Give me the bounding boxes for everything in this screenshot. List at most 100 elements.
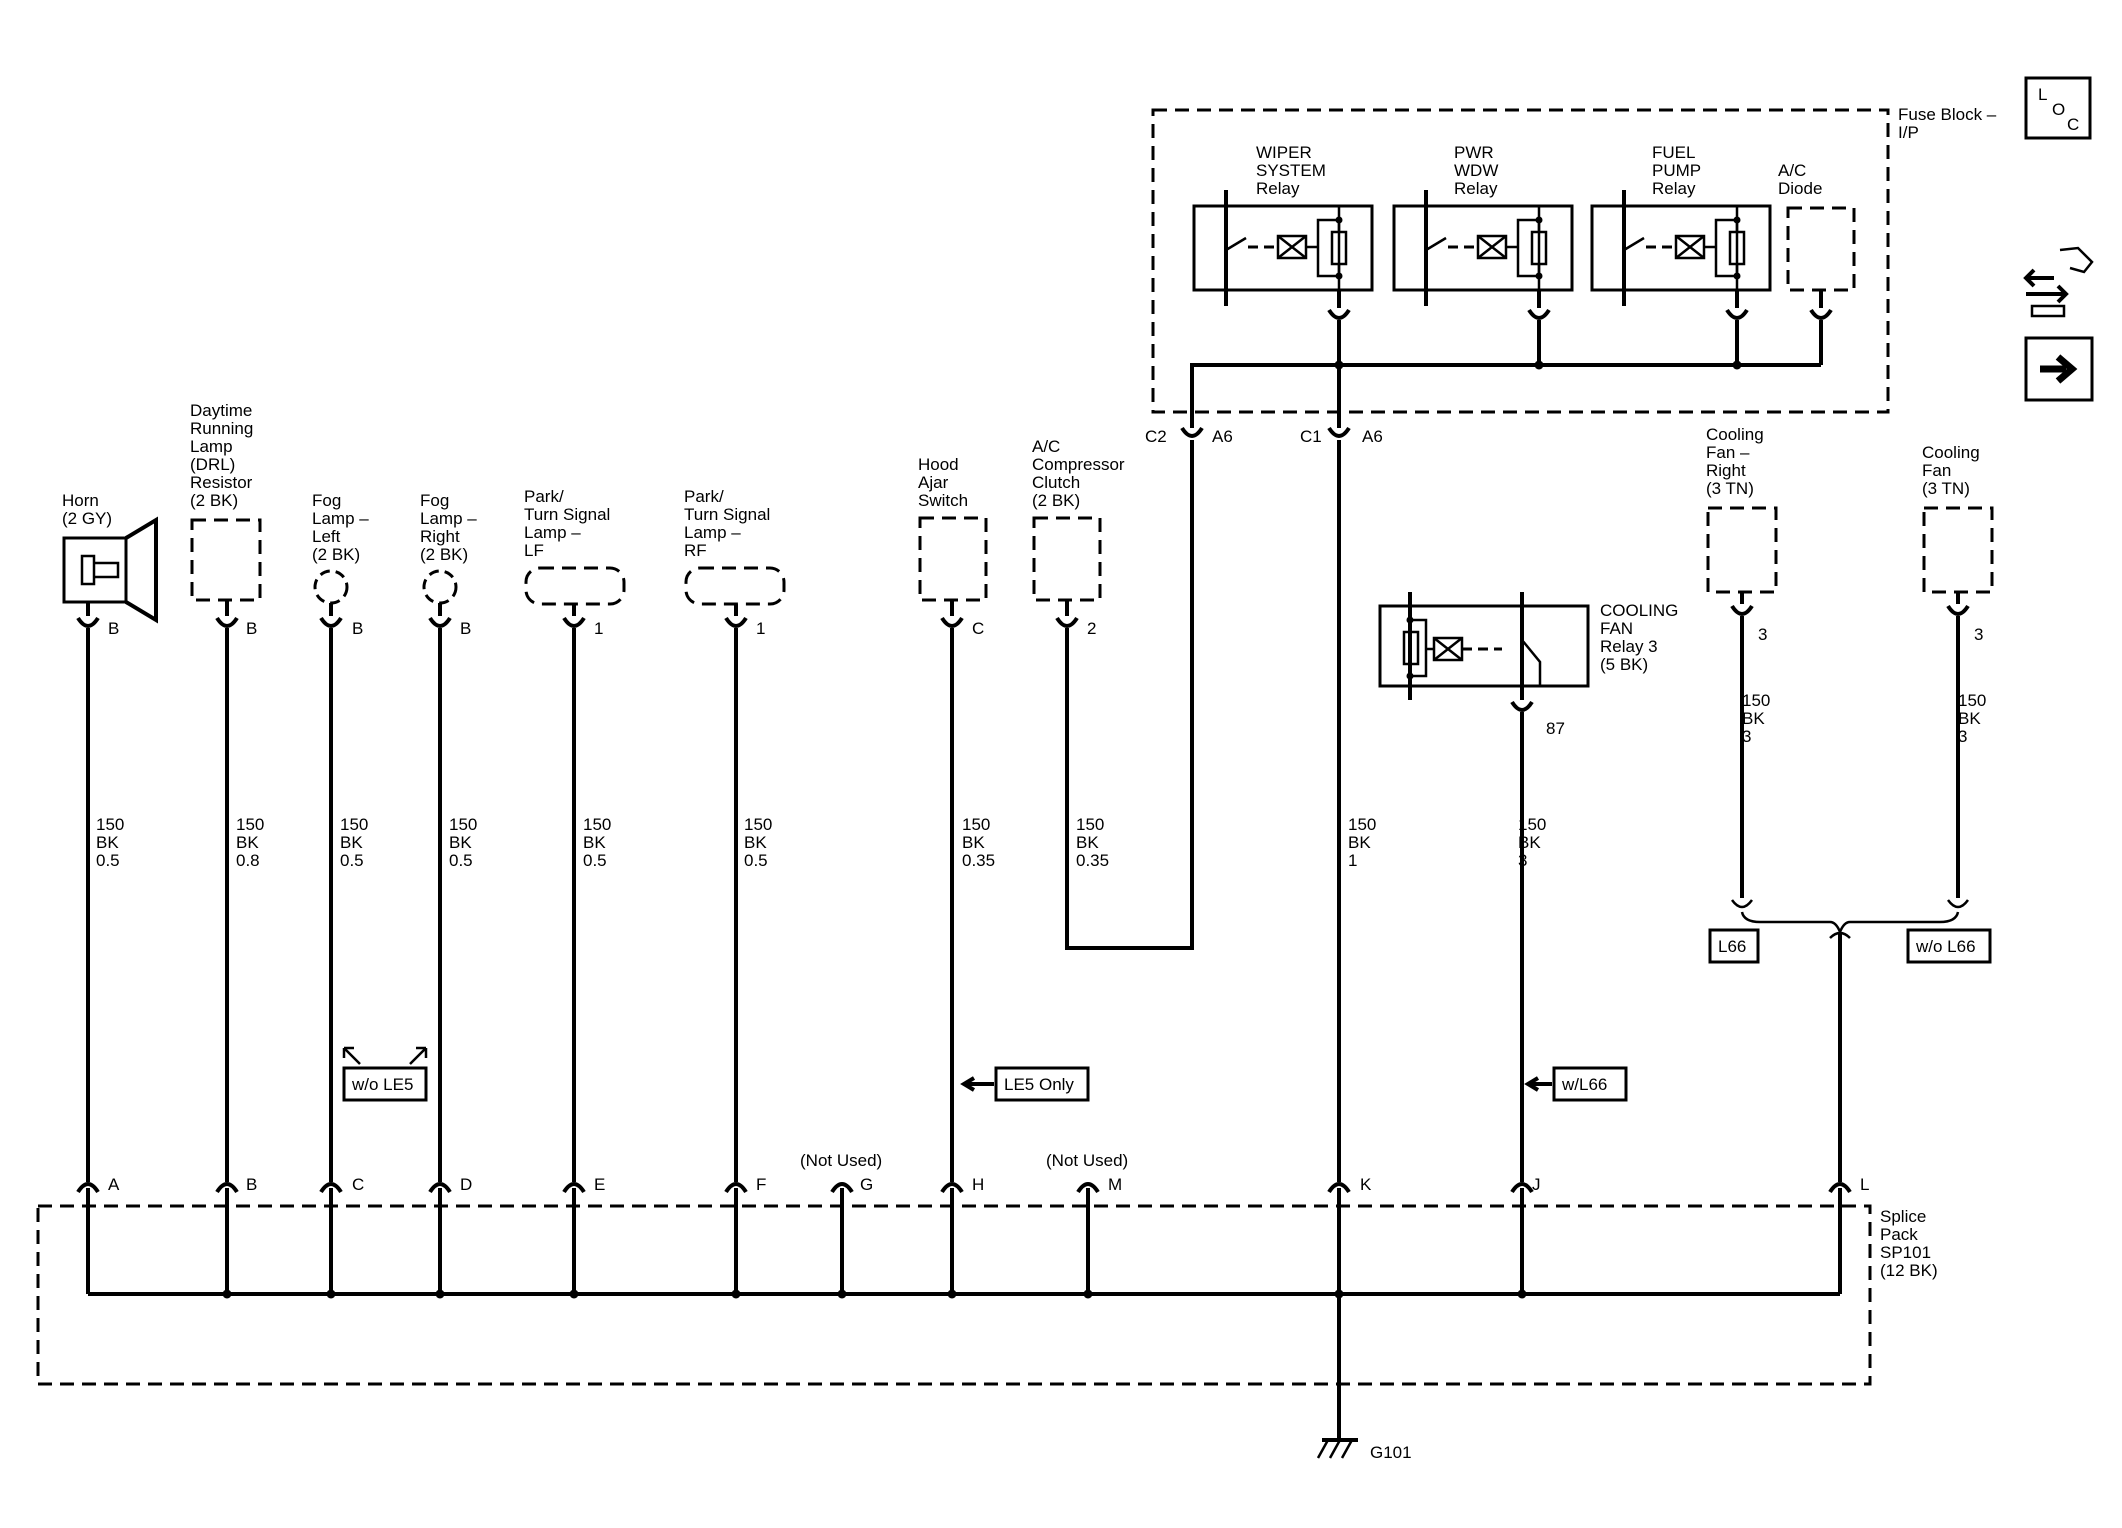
ground-label: G101	[1370, 1443, 1412, 1462]
option-w-l66[interactable]: w/L66	[1524, 1066, 1628, 1102]
connector-c2[interactable]: C2 A6	[1145, 410, 1233, 446]
pwr-wdw-relay-label-3: Relay	[1454, 179, 1498, 198]
park-lf-pin: 1	[594, 619, 603, 638]
next-page-arrow-icon[interactable]	[2024, 336, 2094, 402]
fan-right-label-4: (3 TN)	[1706, 479, 1754, 498]
cooling-fan[interactable]: Cooling Fan (3 TN) 3	[1922, 443, 1994, 909]
wiper-relay-label-1: WIPER	[1256, 143, 1312, 162]
fan-relay-label-4: (5 BK)	[1600, 655, 1648, 674]
park-rf-label-1: Park/	[684, 487, 724, 506]
hood-label-3: Switch	[918, 491, 968, 510]
loc-icon-o: O	[2052, 100, 2065, 119]
splice-pin-a: A	[108, 1175, 120, 1194]
option-le5-only-label: LE5 Only	[1004, 1075, 1074, 1094]
wiper-system-relay[interactable]	[1192, 190, 1374, 306]
fuel-pump-relay-label-1: FUEL	[1652, 143, 1695, 162]
splice-pin-k: K	[1360, 1175, 1372, 1194]
fan-right-label-2: Fan –	[1706, 443, 1750, 462]
hood-label-2: Ajar	[918, 473, 949, 492]
c1-label: C1	[1300, 427, 1322, 446]
fan-right-wire-2: BK	[1742, 709, 1765, 728]
ac-compressor-clutch[interactable]: A/C Compressor Clutch (2 BK)	[1032, 437, 1125, 616]
pwr-wdw-relay[interactable]	[1392, 190, 1574, 306]
fog-right-wire-2: BK	[449, 833, 472, 852]
ac-comp-label-1: A/C	[1032, 437, 1060, 456]
drl-wire-2: BK	[236, 833, 259, 852]
option-wo-le5[interactable]: w/o LE5	[342, 1046, 428, 1102]
loc-icon[interactable]: L O C	[2024, 76, 2092, 140]
fog-lamp-left[interactable]: Fog Lamp – Left (2 BK)	[312, 491, 369, 616]
option-l66[interactable]: L66	[1708, 928, 1760, 964]
relay-labels: WIPER SYSTEM Relay PWR WDW Relay FUEL PU…	[1256, 143, 1822, 198]
park-turn-lamp-rf[interactable]: Park/ Turn Signal Lamp – RF	[684, 487, 786, 616]
fan-label-1: Cooling	[1922, 443, 1980, 462]
fuel-pump-relay[interactable]	[1590, 190, 1772, 306]
splice-pin-g-note: (Not Used)	[800, 1151, 882, 1170]
horn-wire-3: 0.5	[96, 851, 120, 870]
option-wo-l66[interactable]: w/o L66	[1906, 928, 1992, 964]
park-rf-label-4: RF	[684, 541, 707, 560]
drl-label-6: (2 BK)	[190, 491, 238, 510]
fog-lamp-right[interactable]: Fog Lamp – Right (2 BK)	[420, 491, 477, 616]
park-lf-label-3: Lamp –	[524, 523, 581, 542]
component-pins: B B B B 1 1 C 2	[76, 616, 1096, 638]
splice-pin-j: J	[1532, 1175, 1541, 1194]
fan-relay-label-3: Relay 3	[1600, 637, 1658, 656]
fog-right-label-4: (2 BK)	[420, 545, 468, 564]
main-ground-wire-1: 150	[1348, 815, 1376, 834]
horn-pin: B	[108, 619, 119, 638]
hood-ajar-switch[interactable]: Hood Ajar Switch	[918, 455, 988, 616]
splice-pin-f: F	[756, 1175, 766, 1194]
fan-wire-2: BK	[1958, 709, 1981, 728]
fan-relay-wire-1: 150	[1518, 815, 1546, 834]
park-lf-label-2: Turn Signal	[524, 505, 610, 524]
fog-right-pin: B	[460, 619, 471, 638]
cooling-fan-relay-3[interactable]: COOLING FAN Relay 3 (5 BK) 87	[1378, 592, 1678, 1182]
wire-labels: 150 BK 0.5 150 BK 0.8 150 BK 0.5 150 BK …	[96, 691, 1986, 870]
c1-pin: A6	[1362, 427, 1383, 446]
fan-relay-label-2: FAN	[1600, 619, 1633, 638]
horn-wire-2: BK	[96, 833, 119, 852]
c2-pin: A6	[1212, 427, 1233, 446]
horn-wire-1: 150	[96, 815, 124, 834]
drl-resistor[interactable]: Daytime Running Lamp (DRL) Resistor (2 B…	[190, 401, 262, 616]
fuse-block-bus	[1190, 290, 1833, 410]
loc-icon-c: C	[2067, 115, 2079, 134]
cooling-fan-right[interactable]: Cooling Fan – Right (3 TN) 3	[1706, 425, 1778, 909]
splice-pin-m: M	[1108, 1175, 1122, 1194]
ac-diode[interactable]	[1786, 206, 1856, 292]
main-ground-wire-3: 1	[1348, 851, 1357, 870]
c2-label: C2	[1145, 427, 1167, 446]
drl-label-3: Lamp	[190, 437, 233, 456]
horn-label-2: (2 GY)	[62, 509, 112, 528]
park-rf-wire-2: BK	[744, 833, 767, 852]
fan-wire-3: 3	[1958, 727, 1967, 746]
splice-pin-l: L	[1860, 1175, 1869, 1194]
fuse-block-title-2: I/P	[1898, 123, 1919, 142]
drl-pin: B	[246, 619, 257, 638]
park-rf-pin: 1	[756, 619, 765, 638]
splice-pin-b: B	[246, 1175, 257, 1194]
splice-pin-m-note: (Not Used)	[1046, 1151, 1128, 1170]
horn-label-1: Horn	[62, 491, 99, 510]
horn[interactable]: Horn (2 GY)	[62, 491, 158, 624]
ac-comp-label-4: (2 BK)	[1032, 491, 1080, 510]
connector-service-icon[interactable]	[2023, 246, 2094, 318]
option-l66-label: L66	[1718, 937, 1746, 956]
option-le5-only[interactable]: LE5 Only	[960, 1066, 1090, 1102]
drl-wire-3: 0.8	[236, 851, 260, 870]
fuse-block-title-1: Fuse Block –	[1898, 105, 1997, 124]
wiper-relay-label-2: SYSTEM	[1256, 161, 1326, 180]
ac-comp-wire-2: BK	[1076, 833, 1099, 852]
connector-c1[interactable]: C1 A6	[1300, 365, 1383, 446]
splice-pin-g: G	[860, 1175, 873, 1194]
fuel-pump-relay-label-3: Relay	[1652, 179, 1696, 198]
park-turn-lamp-lf[interactable]: Park/ Turn Signal Lamp – LF	[524, 487, 626, 616]
splice-pin-c: C	[352, 1175, 364, 1194]
park-rf-wire-1: 150	[744, 815, 772, 834]
ground-g101[interactable]: G101	[1316, 1294, 1412, 1462]
ac-comp-wire-1: 150	[1076, 815, 1104, 834]
splice-label-1: Splice	[1880, 1207, 1926, 1226]
